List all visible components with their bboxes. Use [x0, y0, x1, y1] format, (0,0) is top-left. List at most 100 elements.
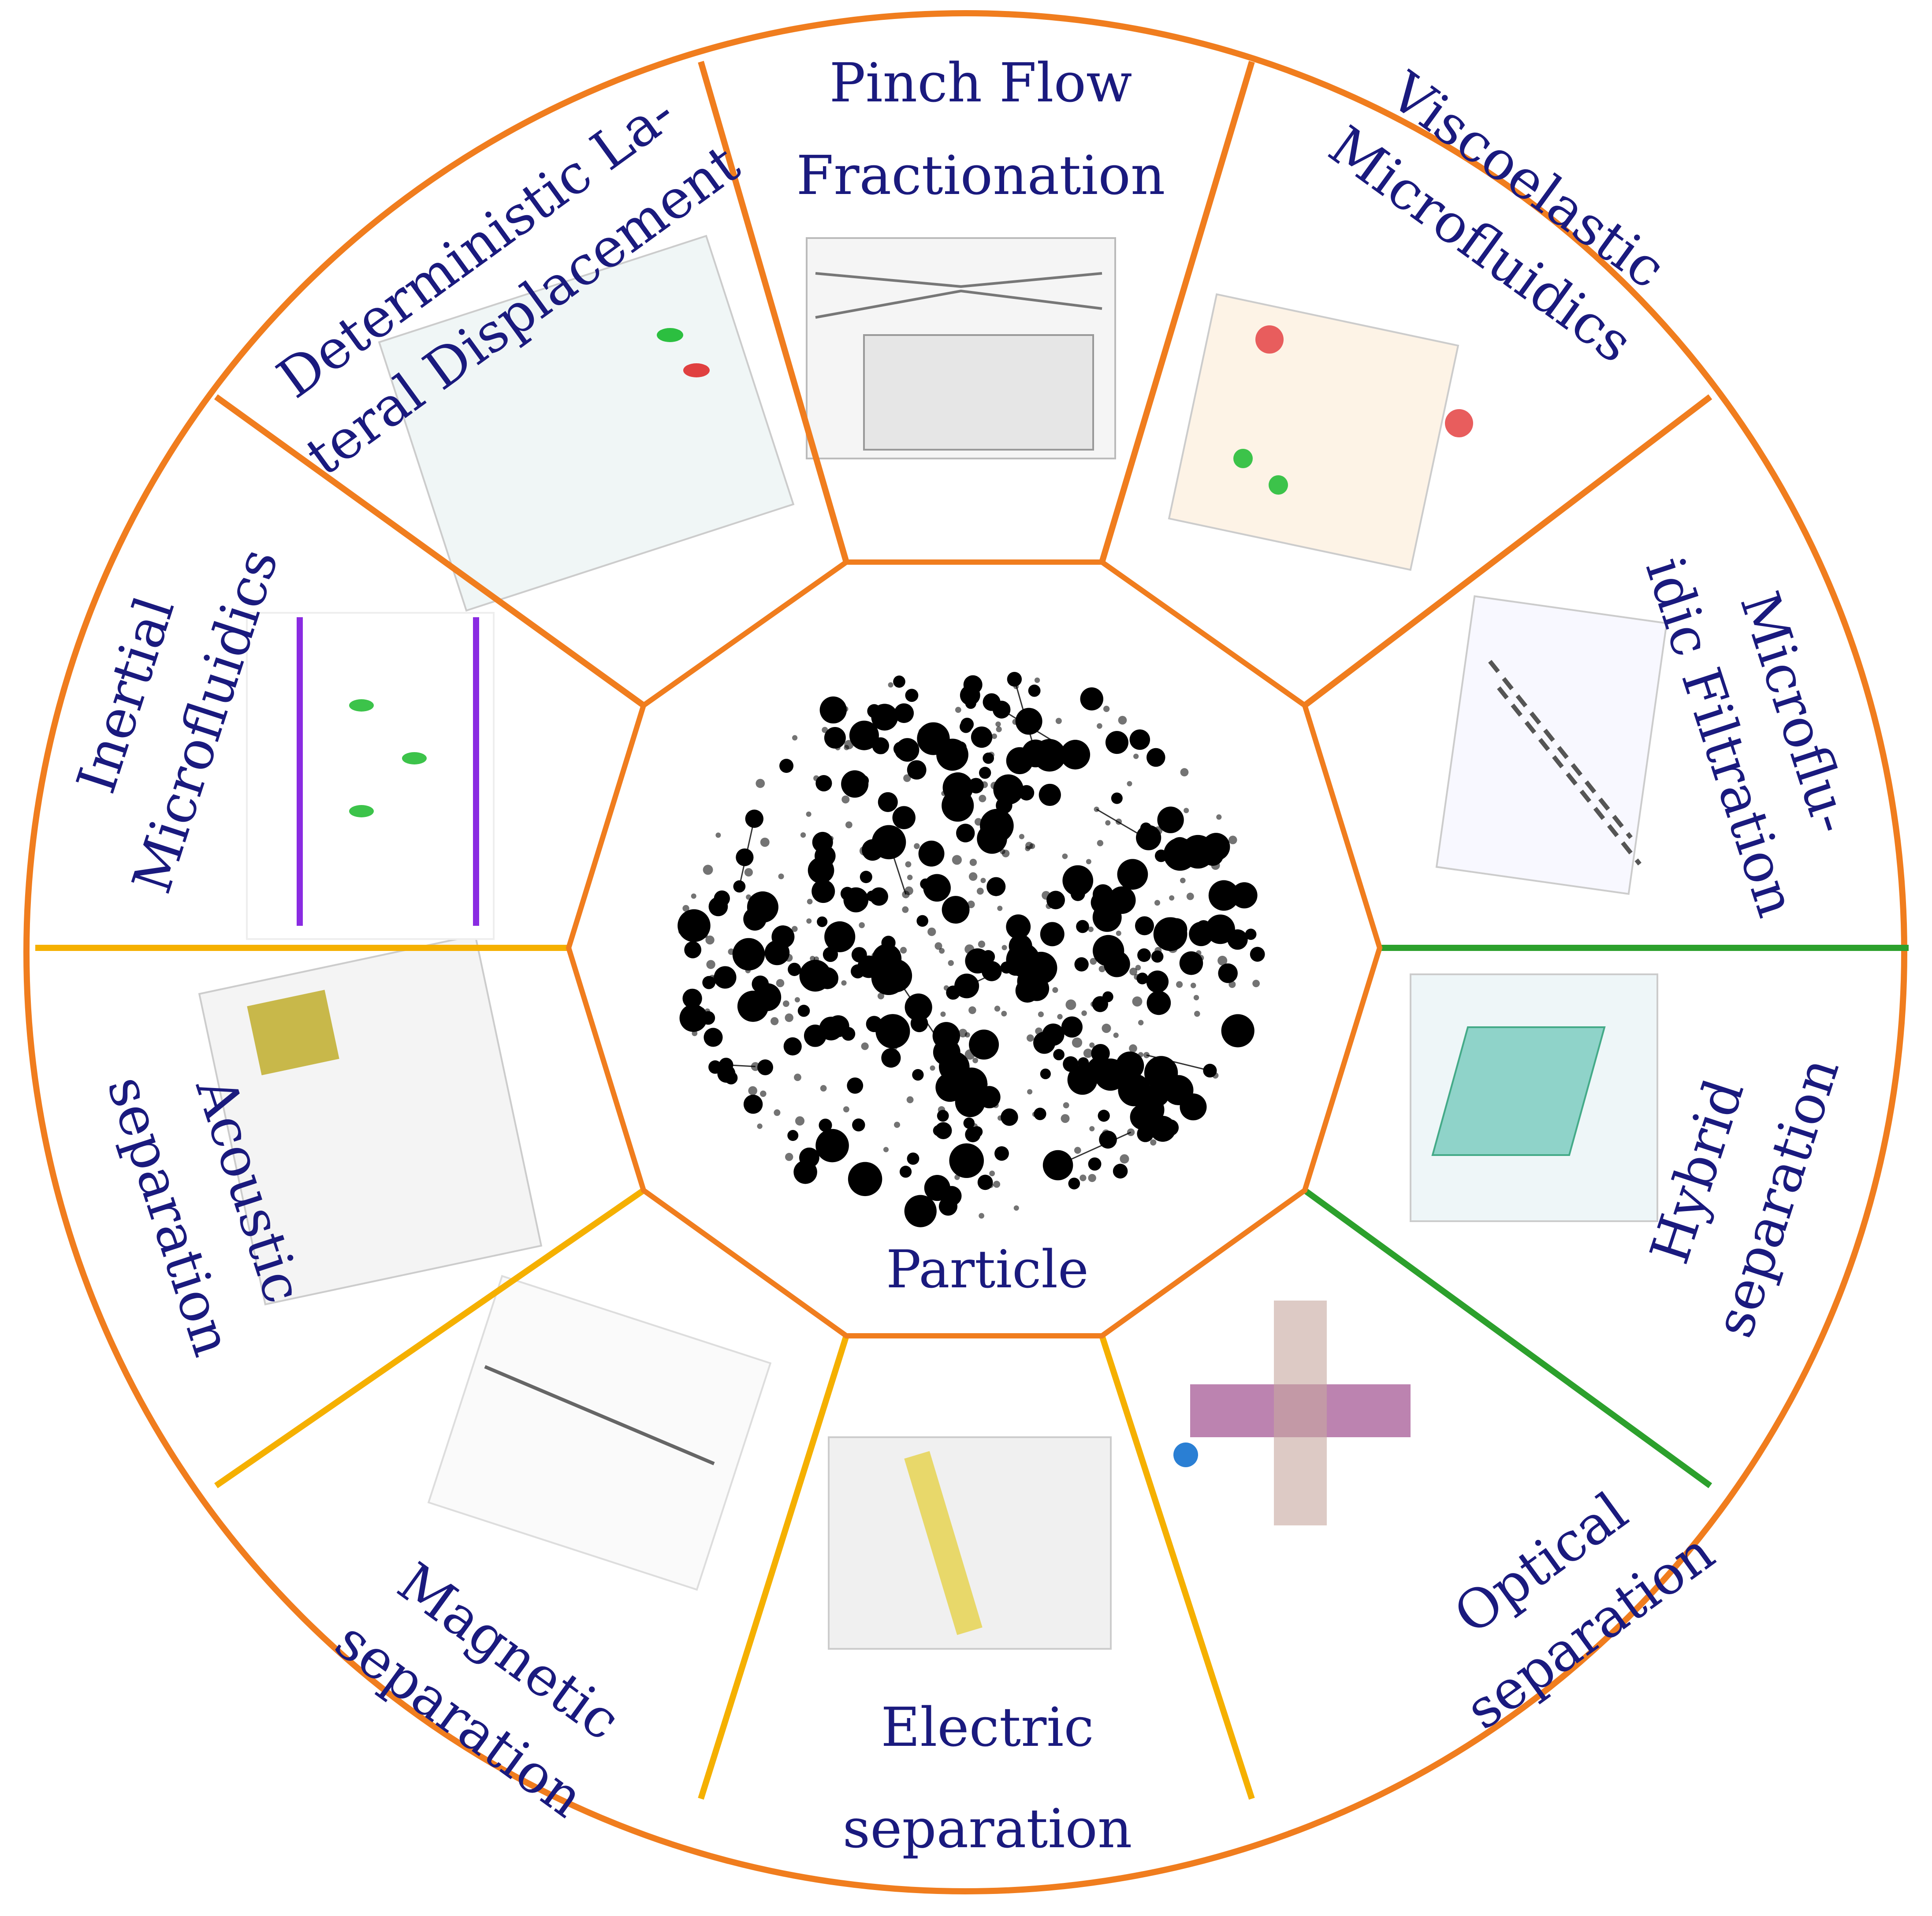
particle	[934, 942, 942, 950]
particle	[954, 973, 979, 999]
particle	[1252, 980, 1260, 988]
particle	[955, 1087, 985, 1117]
particle	[1033, 1032, 1056, 1054]
particle	[1217, 955, 1228, 965]
particle	[1065, 999, 1076, 1010]
particle	[969, 858, 977, 866]
particle	[916, 915, 928, 927]
center-label: Particle	[886, 1239, 1089, 1300]
particle	[981, 950, 995, 964]
particle	[799, 1147, 819, 1168]
particle	[1120, 1154, 1129, 1164]
particle	[907, 1152, 919, 1165]
particle	[1001, 1108, 1018, 1126]
particle	[1180, 768, 1189, 777]
particle	[979, 794, 986, 802]
electric-line1: Electric	[881, 1696, 1094, 1759]
particle	[914, 843, 920, 849]
particle	[820, 1085, 827, 1092]
particle	[971, 1123, 978, 1130]
particle	[1055, 718, 1062, 724]
particle	[714, 966, 737, 989]
particle	[684, 941, 702, 958]
particle	[1231, 896, 1236, 902]
particle	[964, 944, 975, 954]
particle	[1179, 951, 1203, 975]
particle	[918, 840, 945, 867]
particle	[948, 960, 954, 966]
particle	[1136, 825, 1161, 850]
thumbnail-viscoelastic	[1168, 293, 1473, 571]
particle	[704, 1028, 723, 1047]
particle	[907, 874, 913, 880]
particle	[892, 806, 916, 829]
particle	[1046, 891, 1065, 910]
particle	[1180, 877, 1186, 883]
particle	[1026, 1034, 1034, 1042]
particle	[815, 1129, 849, 1163]
particle	[993, 1102, 999, 1108]
particle	[757, 1123, 763, 1129]
particle	[1072, 1037, 1083, 1048]
particle	[751, 1062, 760, 1071]
pinch-flow-line2: Fractionation	[797, 144, 1165, 207]
particle	[1137, 1125, 1154, 1142]
particle	[1113, 1033, 1119, 1038]
particle	[942, 772, 973, 803]
particle	[785, 954, 793, 962]
particle	[1127, 1128, 1135, 1136]
particle	[791, 926, 798, 932]
particle	[1102, 1129, 1110, 1137]
particle	[702, 932, 708, 938]
particle	[1150, 1139, 1157, 1146]
particle	[934, 1122, 952, 1139]
particle	[783, 1037, 802, 1056]
particle	[779, 759, 794, 773]
particle	[1169, 837, 1190, 858]
particle	[986, 1094, 995, 1103]
particle	[778, 873, 784, 880]
particle	[1102, 1023, 1111, 1033]
particle	[1080, 1174, 1087, 1182]
particle	[1102, 942, 1111, 951]
thumbnail-dld	[378, 235, 795, 612]
particle	[1001, 850, 1010, 857]
particle	[1110, 887, 1132, 909]
particle	[728, 948, 735, 955]
thumbnail-filtration	[1435, 595, 1668, 895]
particle	[717, 1064, 736, 1083]
thumbnail-optical	[1164, 1296, 1437, 1534]
particle	[800, 832, 806, 838]
particle	[720, 1059, 726, 1065]
particle	[799, 960, 831, 992]
particle	[991, 733, 998, 739]
particle	[1186, 892, 1194, 900]
particle	[907, 760, 927, 780]
particle	[845, 821, 852, 828]
particle	[1154, 900, 1161, 906]
particle	[1074, 1147, 1081, 1154]
particle	[851, 947, 867, 963]
particle	[1092, 996, 1109, 1012]
particle	[794, 997, 800, 1003]
particle	[979, 1213, 984, 1219]
particle	[1004, 704, 1010, 710]
particle	[1080, 687, 1103, 711]
particle	[859, 922, 865, 928]
particle	[936, 738, 968, 771]
particle	[1180, 1093, 1207, 1121]
particle	[978, 940, 986, 948]
particle	[794, 1074, 801, 1081]
particle	[1060, 740, 1091, 770]
particle	[1098, 1110, 1110, 1122]
particle	[703, 865, 713, 875]
particle	[912, 1069, 924, 1081]
particle	[1063, 1102, 1069, 1108]
label-pinch-flow: Pinch Flow Fractionation	[797, 52, 1165, 207]
particle	[1132, 996, 1143, 1007]
particle	[688, 997, 696, 1005]
particle	[894, 703, 914, 723]
particle	[1032, 1111, 1038, 1117]
particle	[757, 1059, 774, 1075]
particle	[1169, 895, 1175, 901]
